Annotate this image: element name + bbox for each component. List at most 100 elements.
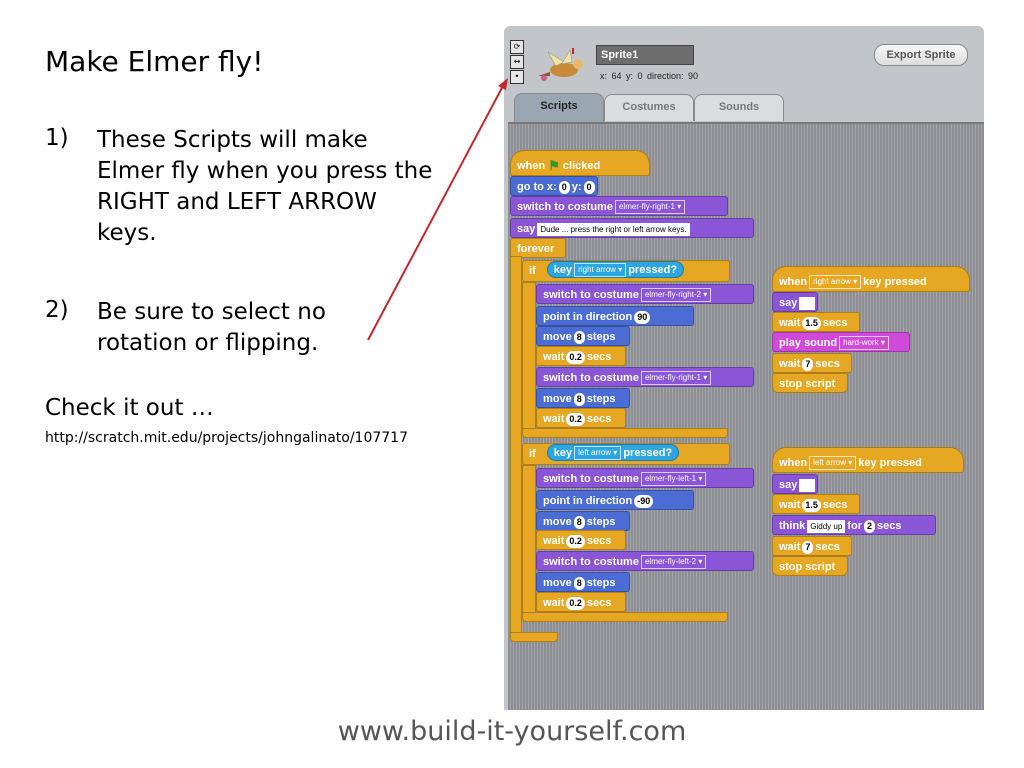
wait-value[interactable]: 0.2 (566, 350, 585, 364)
direction-dropdown[interactable]: -90 (634, 494, 654, 508)
block-label: switch to costume (543, 556, 639, 568)
footer-website[interactable]: www.build-it-yourself.com (337, 716, 687, 747)
wait-value[interactable]: 0.2 (566, 534, 585, 548)
stop-script-block[interactable]: stop script (772, 556, 848, 576)
block-label: for (847, 520, 862, 532)
key-dropdown[interactable]: left arrow (574, 446, 622, 461)
key-dropdown[interactable]: right arrow (574, 263, 627, 278)
block-label: key pressed (858, 457, 922, 469)
if-bottom-arm (522, 428, 728, 438)
key-dropdown[interactable]: left arrow (809, 456, 857, 471)
no-rotate-mode-icon[interactable]: • (510, 70, 524, 84)
block-label: steps (586, 516, 616, 528)
wait-value[interactable]: 1.5 (802, 316, 821, 330)
wait-value[interactable]: 0.2 (566, 596, 585, 610)
steps-value[interactable]: 8 (573, 330, 585, 344)
wait-value[interactable]: 1.5 (802, 498, 821, 512)
block-label: if (529, 448, 536, 460)
say-text-input[interactable] (799, 478, 816, 492)
list-item-2: Be sure to select no rotation or flippin… (97, 299, 326, 356)
export-sprite-button[interactable]: Export Sprite (874, 44, 968, 66)
list-item-1: These Scripts will make Elmer fly when y… (97, 127, 433, 246)
block-label: think (779, 520, 806, 532)
steps-value[interactable]: 8 (573, 576, 585, 590)
costume-dropdown[interactable]: elmer-fly-left-1 (640, 472, 707, 487)
list-number-1: 1) (45, 125, 69, 151)
say-block[interactable]: say (772, 292, 818, 312)
costume-dropdown[interactable]: elmer-fly-right-1 (640, 371, 712, 386)
costume-dropdown[interactable]: elmer-fly-left-2 (640, 555, 707, 570)
block-label: stop script (779, 561, 836, 573)
point-in-direction-block[interactable]: point in direction-90 (536, 490, 694, 510)
block-label: switch to costume (543, 372, 639, 384)
steps-value[interactable]: 8 (573, 515, 585, 529)
y-value[interactable]: 0 (583, 180, 595, 194)
wait-value[interactable]: 0.2 (566, 412, 585, 426)
say-text-input[interactable] (799, 296, 816, 310)
block-label: secs (822, 317, 848, 329)
x-value[interactable]: 0 (558, 180, 570, 194)
key-dropdown[interactable]: right arrow (809, 275, 862, 290)
block-label: say (779, 297, 798, 309)
tab-scripts[interactable]: Scripts (514, 93, 604, 122)
left-right-mode-icon[interactable]: ↔ (510, 55, 524, 69)
think-secs-value[interactable]: 2 (863, 519, 875, 533)
wait-value[interactable]: 7 (802, 357, 814, 371)
block-label: play sound (779, 337, 838, 349)
stop-script-block[interactable]: stop script (772, 373, 848, 393)
block-label: switch to costume (543, 289, 639, 301)
block-label: steps (586, 393, 616, 405)
say-text-input[interactable]: Dude ... press the right or left arrow k… (537, 222, 690, 236)
block-label: secs (822, 499, 848, 511)
costume-dropdown[interactable]: elmer-fly-right-1 (614, 200, 686, 215)
sprite-thumbnail-icon (538, 48, 583, 81)
direction-dropdown[interactable]: 90 (634, 310, 651, 324)
sound-dropdown[interactable]: hard-work (839, 336, 889, 351)
when-flag-clicked-block[interactable]: when ⚑ clicked (510, 150, 650, 176)
say-block[interactable]: say (772, 474, 818, 494)
wait-value[interactable]: 7 (802, 540, 814, 554)
steps-value[interactable]: 8 (573, 392, 585, 406)
think-text-input[interactable]: Giddy up (807, 519, 846, 533)
project-url-link[interactable]: http://scratch.mit.edu/projects/johngali… (45, 430, 408, 446)
block-label: wait (543, 535, 565, 547)
sprite-name-field[interactable]: Sprite1 (596, 45, 694, 65)
rotate-mode-icon[interactable]: ⟳ (510, 40, 524, 54)
block-label: say (779, 479, 798, 491)
tab-costumes[interactable]: Costumes (604, 94, 694, 121)
tab-sounds[interactable]: Sounds (694, 94, 784, 121)
forever-block[interactable]: forever (510, 238, 566, 258)
block-label: wait (779, 541, 801, 553)
block-label: wait (779, 358, 801, 370)
costume-dropdown[interactable]: elmer-fly-right-2 (640, 288, 712, 303)
